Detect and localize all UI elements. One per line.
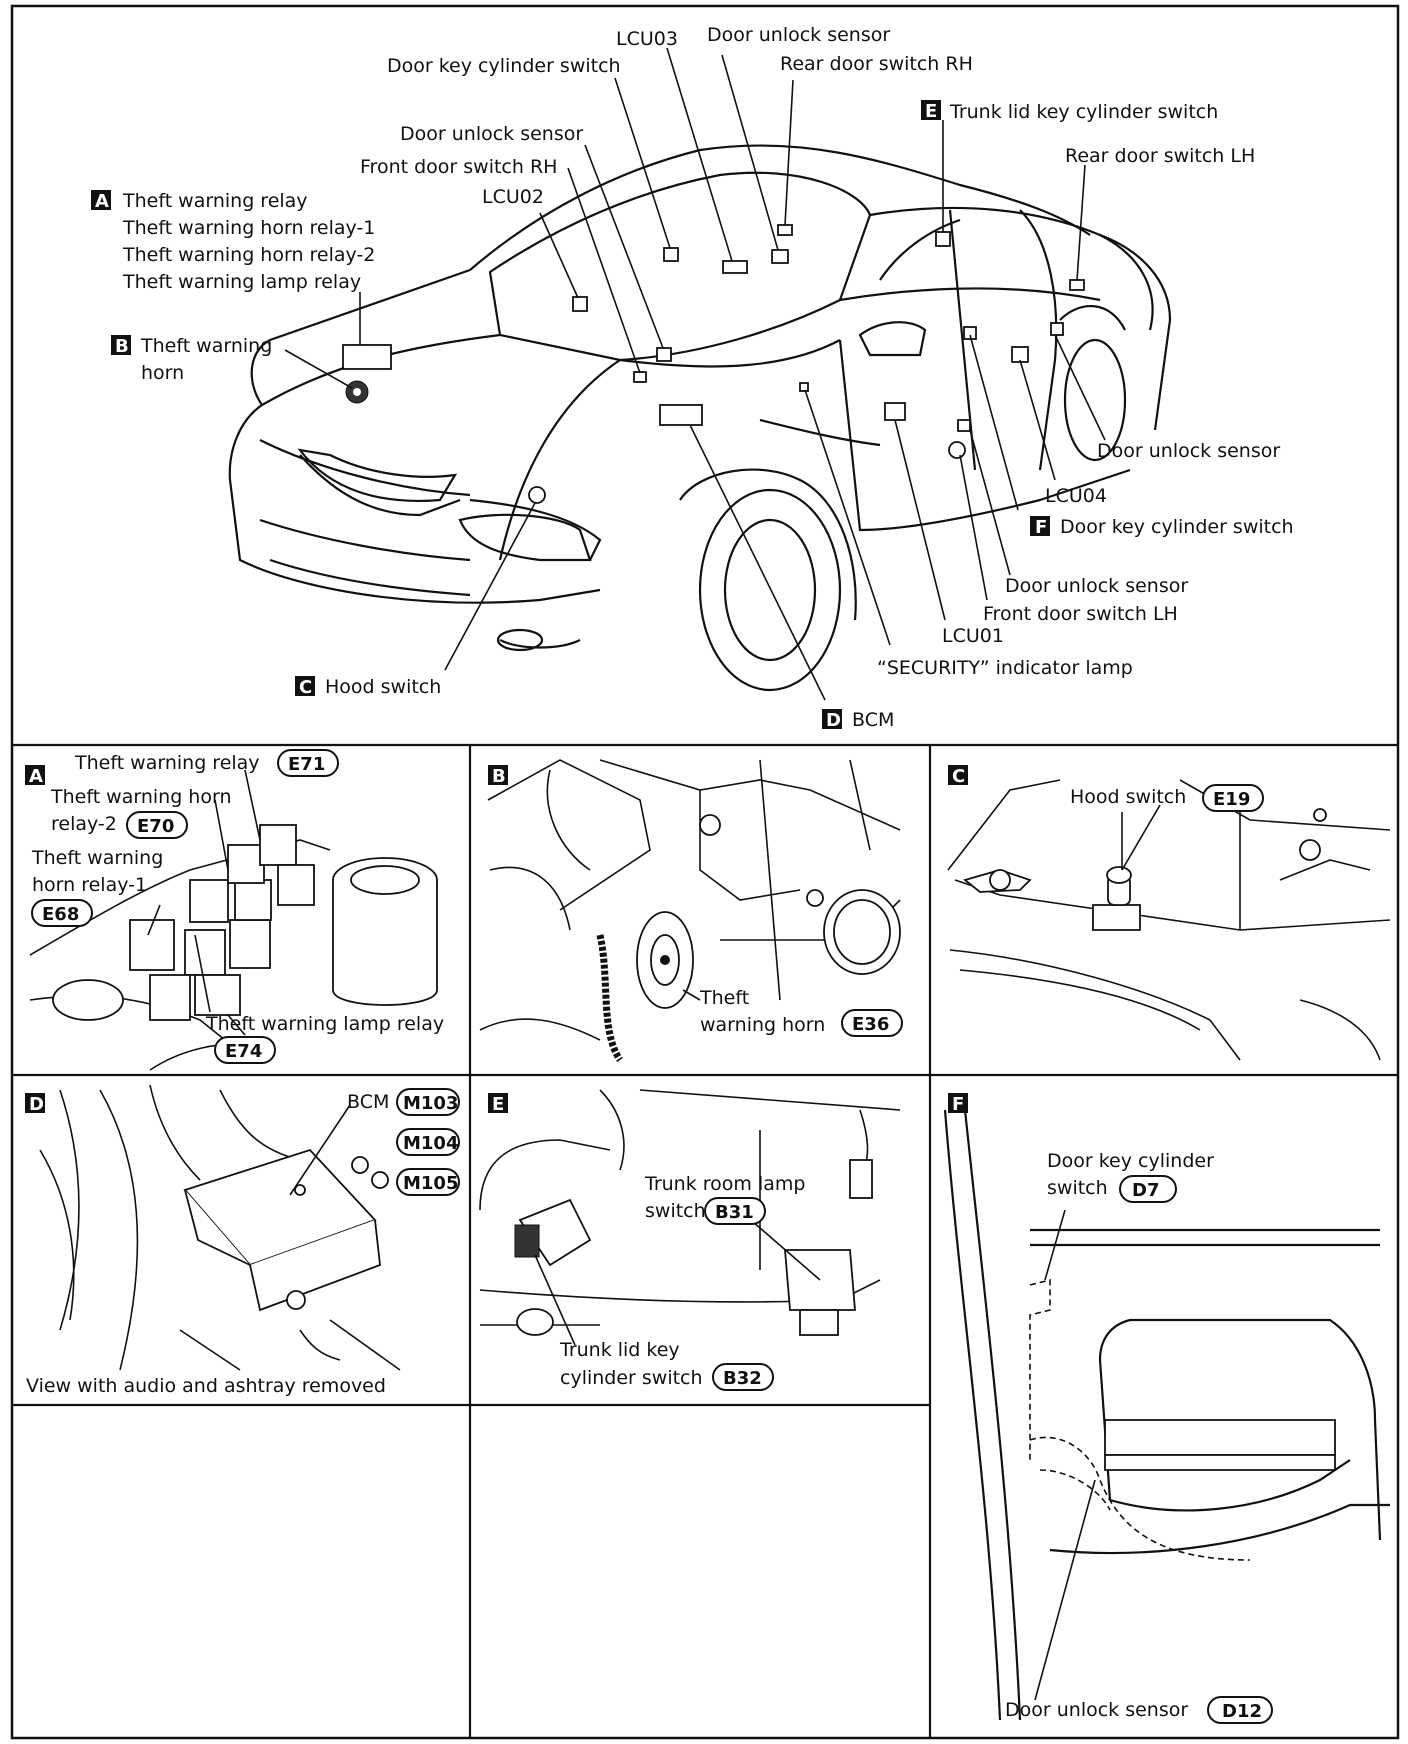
panel-f: F Door key cylinder switch D7 Door unloc…	[943, 1093, 1390, 1724]
main-labels: LCU03 Door unlock sensor Door key cylind…	[91, 24, 1294, 731]
label-trunk-lid-key-cylinder-switch: Trunk lid key cylinder switch	[949, 101, 1218, 123]
d-caption: View with audio and ashtray removed	[26, 1375, 386, 1397]
label-theft-warning-horn-line2: horn	[141, 362, 184, 384]
badge-f	[1030, 516, 1050, 536]
svg-text:A: A	[29, 766, 43, 787]
label-lcu01: LCU01	[942, 625, 1004, 647]
relay-box	[129, 824, 315, 1021]
svg-text:E: E	[492, 1094, 504, 1115]
panel-d: D BCM M103 M104 M105 View with audio and…	[25, 1084, 460, 1397]
svg-text:C: C	[952, 766, 965, 787]
label-lcu03: LCU03	[616, 28, 678, 50]
conn-e70: E70	[137, 816, 174, 837]
label-front-door-switch-lh: Front door switch LH	[983, 603, 1178, 625]
panel-a: A Th	[25, 749, 444, 1071]
badge-c	[295, 676, 315, 696]
conn-b32: B32	[723, 1368, 762, 1389]
b-horn-l2: warning horn	[700, 1014, 825, 1036]
label-rear-door-switch-lh: Rear door switch LH	[1065, 145, 1255, 167]
badge-a	[91, 190, 111, 210]
e-trunk-lamp-l1: Trunk room lamp	[644, 1173, 805, 1195]
badge-d	[822, 709, 842, 729]
b-horn-l1: Theft	[699, 987, 749, 1009]
svg-text:B: B	[492, 766, 506, 787]
label-door-unlock-sensor-lf: Door unlock sensor	[1005, 575, 1188, 597]
conn-b31: B31	[715, 1202, 754, 1223]
label-door-key-cylinder-switch-top: Door key cylinder switch	[387, 55, 621, 77]
badge-e	[921, 100, 941, 120]
svg-text:F: F	[1035, 517, 1047, 538]
conn-e36: E36	[852, 1014, 889, 1035]
conn-d7: D7	[1132, 1180, 1159, 1201]
svg-text:C: C	[299, 677, 312, 698]
d-bcm: BCM	[347, 1091, 389, 1113]
svg-text:D: D	[29, 1094, 44, 1115]
conn-m104: M104	[403, 1133, 459, 1154]
label-theft-warning-horn-relay-1: Theft warning horn relay-1	[122, 217, 375, 239]
conn-e71: E71	[288, 754, 325, 775]
label-theft-warning-horn-line1: Theft warning	[140, 335, 272, 357]
e-trunk-key-l2: cylinder switch	[560, 1367, 703, 1389]
svg-text:D: D	[826, 710, 841, 731]
f-door-unlock: Door unlock sensor	[1005, 1699, 1188, 1721]
svg-text:A: A	[95, 191, 109, 212]
e-trunk-lamp-l2: switch	[645, 1200, 706, 1222]
conn-m103: M103	[403, 1093, 459, 1114]
label-door-unlock-sensor-rh: Door unlock sensor	[400, 123, 583, 145]
label-hood-switch: Hood switch	[325, 676, 441, 698]
car-illustration	[228, 144, 1172, 692]
label-lcu04: LCU04	[1045, 485, 1107, 507]
label-theft-warning-lamp-relay: Theft warning lamp relay	[122, 271, 361, 293]
panel-b: B Theft warning horn E36	[479, 759, 903, 1062]
c-hood-switch: Hood switch	[1070, 786, 1186, 808]
svg-text:F: F	[952, 1094, 964, 1115]
conn-d12: D12	[1222, 1701, 1262, 1722]
label-theft-warning-horn-relay-2: Theft warning horn relay-2	[122, 244, 375, 266]
a-horn-relay1-l2: horn relay-1	[32, 874, 147, 896]
label-theft-warning-relay: Theft warning relay	[122, 190, 308, 212]
label-security-indicator-lamp: “SECURITY” indicator lamp	[877, 657, 1133, 679]
a-horn-relay2-l2: relay-2	[51, 813, 117, 835]
label-door-unlock-sensor-lr: Door unlock sensor	[1097, 440, 1280, 462]
label-door-key-cylinder-switch-f: Door key cylinder switch	[1060, 516, 1294, 538]
conn-e68: E68	[42, 904, 79, 925]
frame	[10, 4, 1400, 1740]
f-door-key-l2: switch	[1047, 1177, 1108, 1199]
label-rear-door-switch-rh: Rear door switch RH	[780, 53, 973, 75]
svg-text:B: B	[115, 336, 129, 357]
badge-b	[111, 335, 131, 355]
conn-e19: E19	[1213, 789, 1250, 810]
label-bcm: BCM	[852, 709, 894, 731]
label-front-door-switch-rh: Front door switch RH	[360, 156, 557, 178]
a-horn-relay2-l1: Theft warning horn	[50, 786, 232, 808]
label-lcu02: LCU02	[482, 186, 544, 208]
svg-text:E: E	[925, 101, 937, 122]
e-trunk-key-l1: Trunk lid key	[559, 1339, 680, 1361]
a-lamp-relay: Theft warning lamp relay	[205, 1013, 444, 1035]
panel-c: C Hood switch E19	[947, 765, 1391, 1061]
leader-lines	[284, 47, 1106, 701]
conn-m105: M105	[403, 1173, 459, 1194]
conn-e74: E74	[225, 1041, 262, 1062]
f-door-key-l1: Door key cylinder	[1047, 1150, 1214, 1172]
panel-e: E Trunk room lamp switch B31 Trunk lid k…	[479, 1089, 901, 1391]
label-door-unlock-sensor-top: Door unlock sensor	[707, 24, 890, 46]
car-components	[342, 224, 1085, 504]
a-horn-relay1-l1: Theft warning	[31, 847, 163, 869]
a-theft-warning-relay: Theft warning relay	[74, 752, 260, 774]
